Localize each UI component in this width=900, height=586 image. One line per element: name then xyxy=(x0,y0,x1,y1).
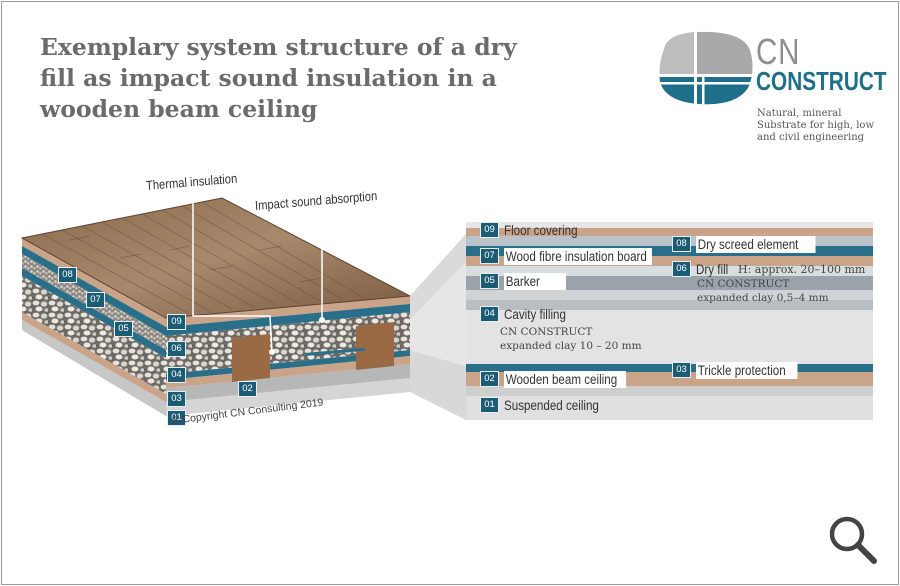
layer-label-09: 09 Floor covering xyxy=(480,222,590,238)
layer-01-text: Suspended ceiling xyxy=(504,397,599,413)
block-badge-08: 08 xyxy=(58,262,77,283)
layer-label-02: 02 Wooden beam ceiling xyxy=(480,370,646,388)
layer-label-05: 05 Barker xyxy=(480,272,576,290)
brand-name-line2: CONSTRUCT xyxy=(756,66,887,96)
block-badge-01: 01 xyxy=(167,405,186,426)
block-badge-02: 02 xyxy=(238,376,257,397)
layer-label-03: 03 Trickle protection xyxy=(672,361,814,379)
layer-08-text: Dry screed element xyxy=(696,235,816,253)
layer-04-text: Cavity filling xyxy=(504,306,566,322)
layer-label-07: 07 Wood fibre insulation board xyxy=(480,247,676,265)
layer-label-01: 01 Suspended ceiling xyxy=(480,397,614,413)
layer-label-06: 06 Dry fill xyxy=(672,261,734,277)
layer-04-material: CN CONSTRUCT xyxy=(500,326,593,338)
layer-06-height: H: approx. 20–100 mm xyxy=(738,263,866,276)
page-title: Exemplary system structure of a dry fill… xyxy=(40,33,517,123)
brand-tagline: Natural, mineral Substrate for high, low… xyxy=(757,108,874,143)
layer-04-size: expanded clay 10 – 20 mm xyxy=(500,340,642,352)
layer-06-size: expanded clay 0,5–4 mm xyxy=(697,292,829,304)
layer-05-text: Barker xyxy=(504,272,566,290)
block-badge-06: 06 xyxy=(167,336,186,357)
layer-06-text: Dry fill xyxy=(696,261,729,277)
brand-name: CN CONSTRUCT xyxy=(756,31,900,96)
layer-09-text: Floor covering xyxy=(504,222,578,238)
layer-02-text: Wooden beam ceiling xyxy=(504,370,626,388)
layer-03-text: Trickle protection xyxy=(696,361,798,379)
block-badge-04: 04 xyxy=(167,362,186,383)
layer-06-material: CN CONSTRUCT xyxy=(697,278,790,290)
brand-name-line1: CN xyxy=(756,31,801,72)
cn-construct-logo xyxy=(659,31,753,105)
block-badge-09: 09 xyxy=(167,309,186,330)
block-badge-07: 07 xyxy=(86,287,105,308)
magnifier-icon[interactable] xyxy=(826,513,880,567)
block-badge-05: 05 xyxy=(114,316,133,337)
layer-07-text: Wood fibre insulation board xyxy=(504,247,653,265)
layer-label-04: 04 Cavity filling xyxy=(480,306,576,322)
layer-label-08: 08 Dry screed element xyxy=(672,235,835,253)
block-badge-03: 03 xyxy=(167,386,186,407)
